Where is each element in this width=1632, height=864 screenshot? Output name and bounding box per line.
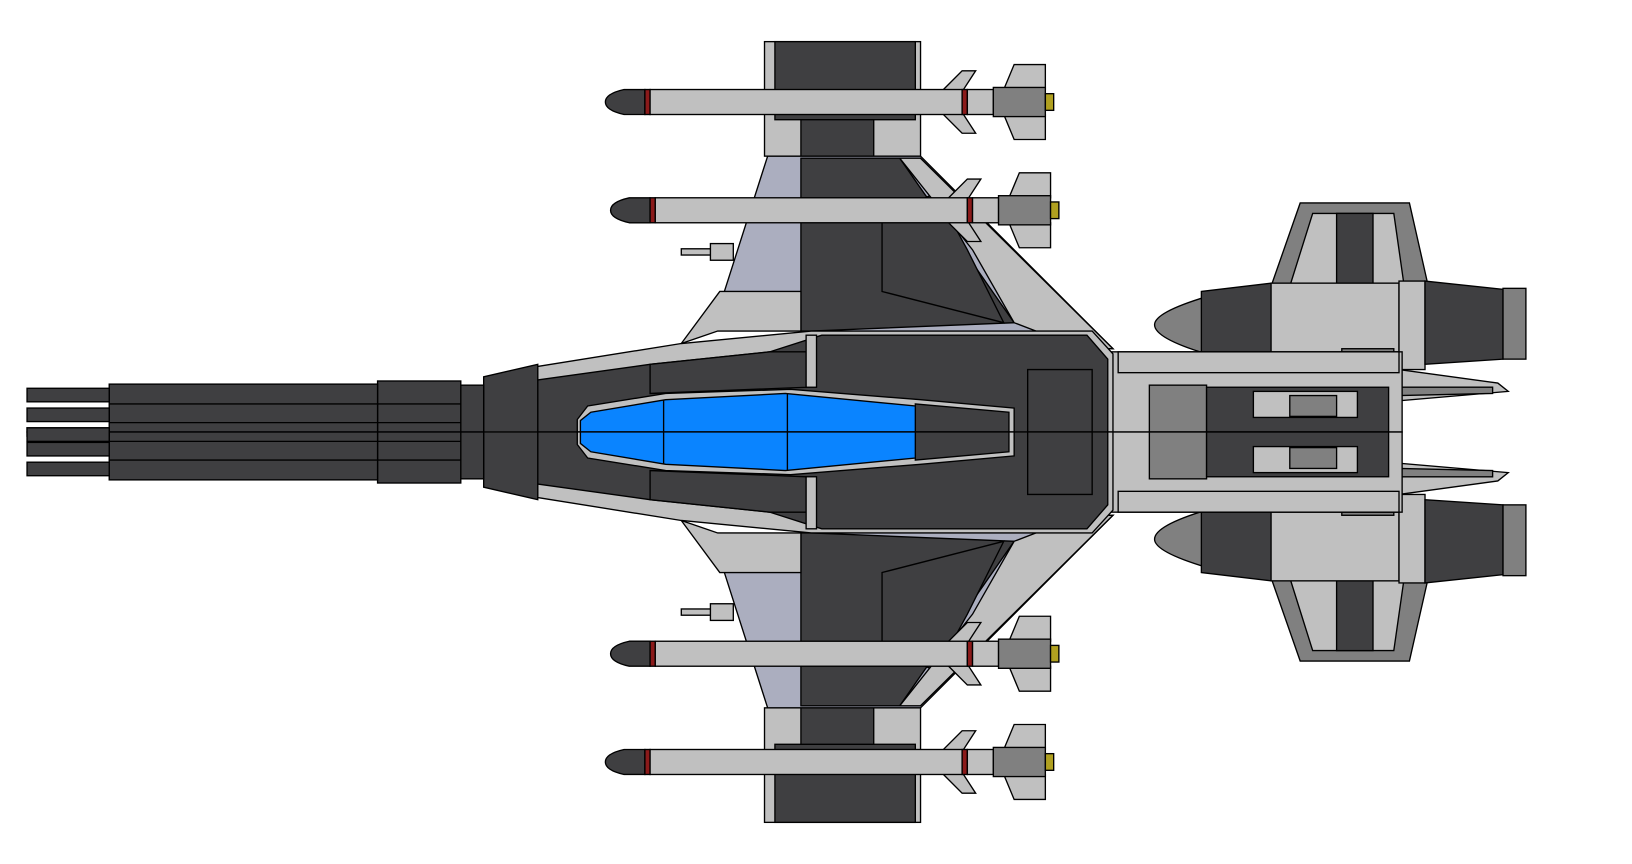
ship-top-half (27, 42, 1526, 432)
gun-barrel-center-outline (26, 427, 110, 443)
ship-bottom-half (27, 432, 1526, 822)
